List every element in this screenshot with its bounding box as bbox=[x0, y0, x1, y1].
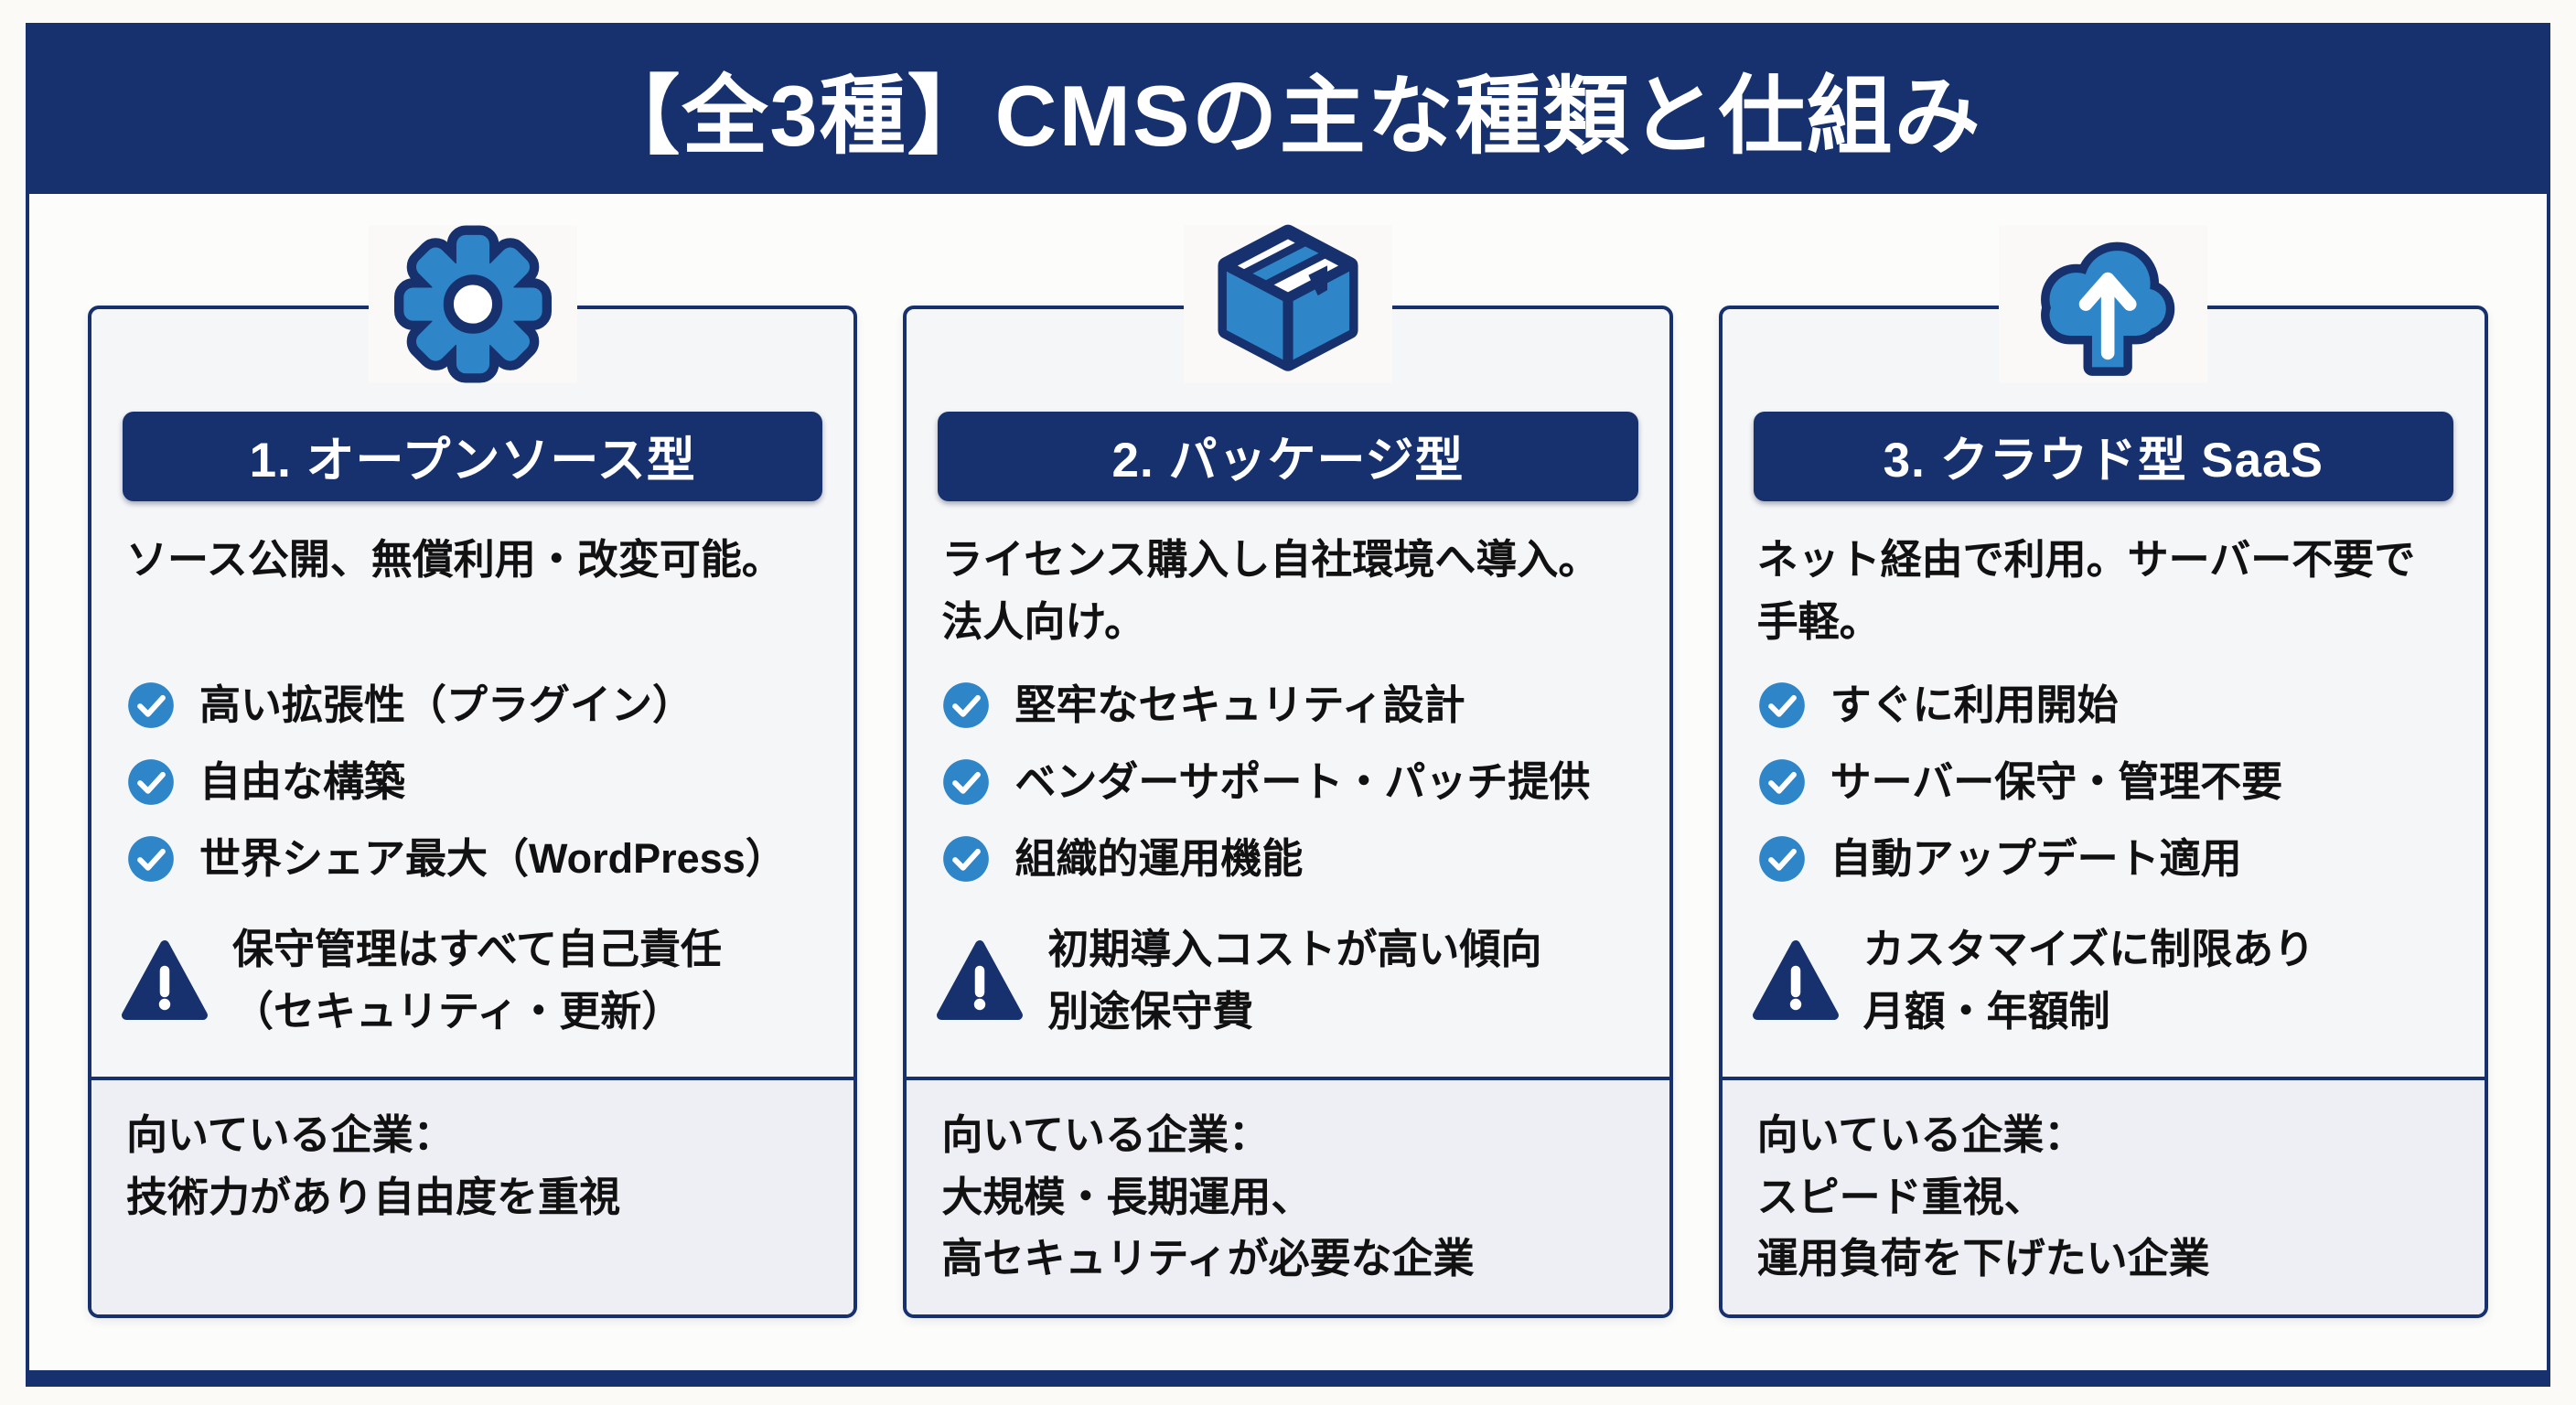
check-circle-icon bbox=[126, 834, 176, 884]
card-title-badge: 2. パッケージ型 bbox=[938, 412, 1638, 501]
card-description: ライセンス購入し自社環境へ導入。 法人向け。 bbox=[941, 536, 1600, 646]
check-circle-icon bbox=[941, 834, 991, 884]
page-title: 【全3種】CMSの主な種類と仕組み bbox=[594, 67, 1982, 164]
warning-text: 初期導入コストが高い傾向 別途保守費 bbox=[1047, 926, 1542, 1035]
warning-text: カスタマイズに制限あり 月額・年額制 bbox=[1862, 926, 2315, 1035]
feature-label: 自動アップデート適用 bbox=[1830, 835, 2242, 882]
warning-note: 保守管理はすべて自己責任 （セキュリティ・更新） bbox=[119, 918, 826, 1042]
feature-list: 堅牢なセキュリティ設計 ベンダーサポート・パッチ提供 組織的運用機能 bbox=[941, 681, 1636, 884]
feature-label: 堅牢なセキュリティ設計 bbox=[1014, 681, 1465, 728]
feature-list: すぐに利用開始 サーバー保守・管理不要 自動アップデート適用 bbox=[1757, 681, 2452, 884]
check-circle-icon bbox=[1757, 834, 1807, 884]
feature-label: 世界シェア最大（WordPress） bbox=[199, 835, 787, 882]
feature-item: サーバー保守・管理不要 bbox=[1757, 757, 2452, 807]
feature-item: すぐに利用開始 bbox=[1757, 681, 2452, 730]
card-description: ネット経由で利用。サーバー不要で 手軽。 bbox=[1756, 536, 2416, 646]
check-circle-icon bbox=[1757, 681, 1807, 730]
feature-label: 組織的運用機能 bbox=[1014, 835, 1304, 882]
gear-icon bbox=[368, 225, 577, 383]
check-circle-icon bbox=[1757, 757, 1807, 807]
check-circle-icon bbox=[941, 757, 991, 807]
check-circle-icon bbox=[941, 681, 991, 730]
feature-item: 自由な構築 bbox=[126, 757, 821, 807]
infographic-frame: 【全3種】CMSの主な種類と仕組み 1. オープンソース型 ソース公開、無償利用… bbox=[26, 23, 2550, 1387]
check-circle-icon bbox=[126, 757, 176, 807]
suited-companies: 向いている企業： スピード重視、 運用負荷を下げたい企業 bbox=[1722, 1077, 2485, 1314]
suited-companies: 向いている企業： 技術力があり自由度を重視 bbox=[91, 1077, 854, 1314]
feature-item: ベンダーサポート・パッチ提供 bbox=[941, 757, 1636, 807]
feature-label: サーバー保守・管理不要 bbox=[1830, 758, 2283, 805]
cards-row: 1. オープンソース型 ソース公開、無償利用・改変可能。 高い拡張性（プラグイン… bbox=[29, 194, 2547, 1318]
warning-note: 初期導入コストが高い傾向 別途保守費 bbox=[934, 918, 1641, 1042]
feature-label: すぐに利用開始 bbox=[1830, 681, 2119, 728]
cloud-upload-icon bbox=[1999, 225, 2208, 383]
feature-label: ベンダーサポート・パッチ提供 bbox=[1014, 758, 1591, 805]
card-open-source: 1. オープンソース型 ソース公開、無償利用・改変可能。 高い拡張性（プラグイン… bbox=[88, 225, 858, 1318]
suited-companies: 向いている企業： 大規模・長期運用、 高セキュリティが必要な企業 bbox=[907, 1077, 1669, 1314]
feature-label: 高い拡張性（プラグイン） bbox=[199, 681, 694, 728]
card-title-badge: 1. オープンソース型 bbox=[123, 412, 823, 501]
package-box-icon bbox=[1183, 226, 1392, 383]
feature-label: 自由な構築 bbox=[199, 758, 406, 805]
warning-triangle-icon bbox=[934, 937, 1025, 1024]
warning-triangle-icon bbox=[1750, 937, 1841, 1024]
card-cloud-saas: 3. クラウド型 SaaS ネット経由で利用。サーバー不要で 手軽。 すぐに利用… bbox=[1718, 225, 2488, 1318]
check-circle-icon bbox=[126, 681, 176, 730]
warning-note: カスタマイズに制限あり 月額・年額制 bbox=[1750, 918, 2457, 1042]
warning-text: 保守管理はすべて自己責任 （セキュリティ・更新） bbox=[232, 926, 723, 1035]
card-description: ソース公開、無償利用・改変可能。 bbox=[126, 536, 783, 583]
feature-item: 世界シェア最大（WordPress） bbox=[126, 834, 821, 884]
feature-item: 自動アップデート適用 bbox=[1757, 834, 2452, 884]
card-package: 2. パッケージ型 ライセンス購入し自社環境へ導入。 法人向け。 堅牢なセキュリ… bbox=[903, 306, 1673, 1318]
warning-triangle-icon bbox=[119, 937, 210, 1024]
feature-item: 組織的運用機能 bbox=[941, 834, 1636, 884]
feature-item: 堅牢なセキュリティ設計 bbox=[941, 681, 1636, 730]
header-bar: 【全3種】CMSの主な種類と仕組み bbox=[29, 23, 2547, 194]
feature-list: 高い拡張性（プラグイン） 自由な構築 世界シェア最大（WordPress） bbox=[126, 681, 821, 884]
card-title-badge: 3. クラウド型 SaaS bbox=[1753, 412, 2453, 501]
feature-item: 高い拡張性（プラグイン） bbox=[126, 681, 821, 730]
